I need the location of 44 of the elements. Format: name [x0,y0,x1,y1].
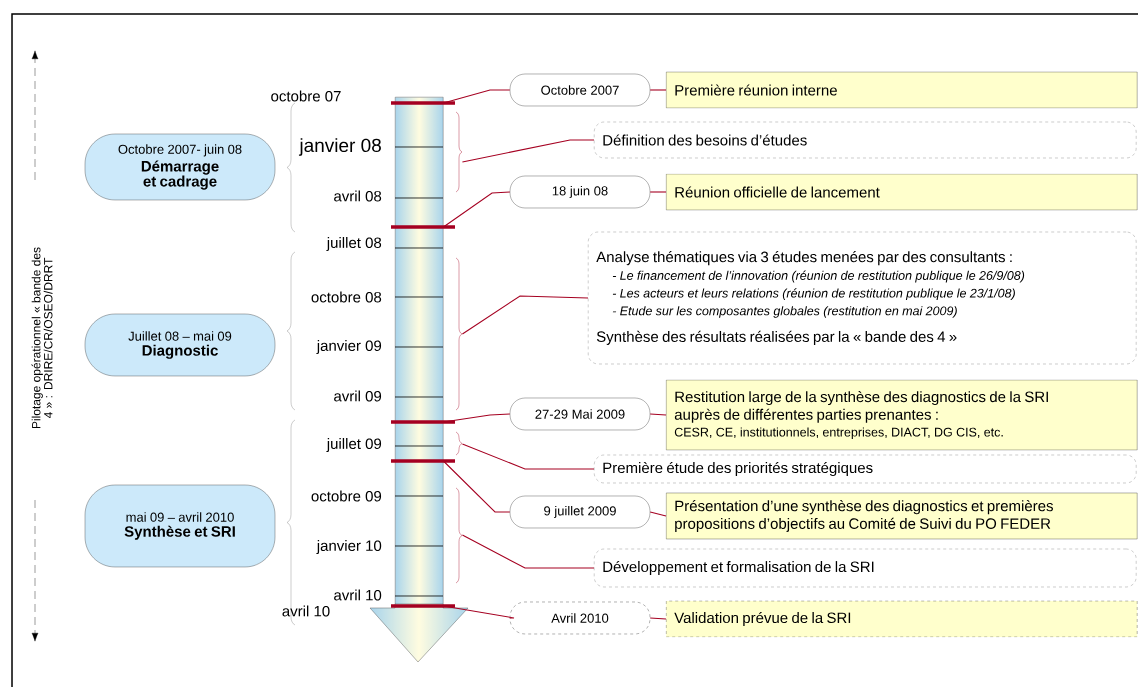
leader-line [461,443,595,470]
activity-box: Définition des besoins d’études [594,121,1137,159]
leader-line [442,191,511,228]
date-pill: Avril 2010 [509,601,651,635]
leader-line [461,534,595,569]
date-pill: 18 juin 08 [509,175,651,209]
leader-line [442,605,515,619]
milestone-box: Réunion officielle de lancement [666,173,1138,211]
axis-label: Pilotage opérationnel « bande des 4 » : DRIRE/CR/OSEO/DRRT [31,247,53,429]
leader-line [649,511,667,517]
tick-label: octobre 09 [311,490,382,502]
activity-box: Première étude des priorités stratégiques [594,454,1137,484]
tick-label: avril 09 [334,390,382,402]
date-pill: Octobre 2007 [509,73,651,107]
tick-label: octobre 08 [311,291,382,303]
leader-line [442,413,511,423]
leader-line [649,89,667,91]
tick-label: avril 08 [334,190,382,202]
tick-label: janvier 09 [316,340,382,354]
activity-box: Analyse thématiques via 3 études menées par des consultants : - Le financement de l’innovation (réunion de restitution publique le 26/9/08) - Les acteurs et leurs relations (réunion de restitution publique le 23/1/08) - Etude sur les composantes globales (restitution en mai 2009) Synthèse des résultats réalisées par la « bande des 4 » [588,231,1137,365]
tick-label: avril 10 [282,605,330,617]
phase-pill: Octobre 2007- juin 08 Démarrage et cadrage [84,133,276,201]
leader-line [442,89,511,104]
milestone-box: Validation prévue de la SRI [666,600,1138,638]
leader-line [461,295,589,335]
phase-pill: Juillet 08 – mai 09 Diagnostic [84,313,276,377]
leader-line [442,460,511,513]
tick-label: janvier 08 [298,138,381,156]
leader-line [649,617,667,620]
leader-line [649,413,667,416]
leader-line [461,139,595,163]
milestone-box: Présentation d’une synthèse des diagnostics et premières propositions d’objectifs au Comité de Suivi du PO FEDER [666,492,1138,540]
milestone-box: Restitution large de la synthèse des diagnostics de la SRI auprès de différentes parties prenantes : CESR, CE, institutionnels, entreprises, DIACT, DG CIS, etc. [666,379,1138,451]
date-pill: 9 juillet 2009 [509,495,651,529]
date-pill: 27-29 Mai 2009 [509,397,651,431]
tick-label: juillet 08 [326,237,382,251]
tick-label: janvier 10 [316,540,382,554]
tick-label: avril 10 [334,589,382,601]
tick-label: octobre 07 [271,90,341,102]
tick-label: juillet 09 [326,438,382,452]
activity-box: Développement et formalisation de la SRI [594,548,1137,588]
leader-line [649,191,667,193]
phase-pill: mai 09 – avril 2010 Synthèse et SRI [84,484,276,568]
milestone-box: Première réunion interne [666,71,1138,109]
